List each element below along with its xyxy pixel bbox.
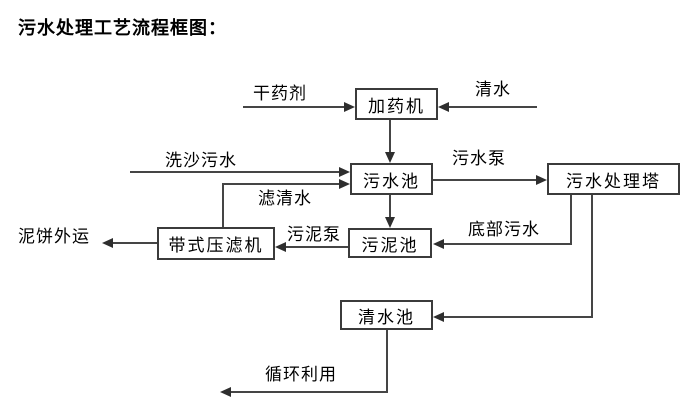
edge-dosing-down-line bbox=[389, 120, 391, 153]
edge-recycle-vline bbox=[386, 330, 388, 393]
edge-label-filtrate: 滤清水 bbox=[258, 189, 312, 208]
edge-sewage-pump-arrowhead-icon bbox=[536, 175, 547, 185]
edge-label-recycle: 循环利用 bbox=[265, 365, 337, 384]
node-belt-filter-press: 带式压滤机 bbox=[157, 227, 275, 260]
node-treatment-tower: 污水处理塔 bbox=[547, 163, 680, 195]
edge-sewage-down-line bbox=[389, 195, 391, 218]
edge-bottom-sewage-arrowhead-icon bbox=[433, 239, 444, 249]
edge-label-clean-water: 清水 bbox=[475, 80, 511, 99]
edge-filtrate-arrowhead-icon bbox=[339, 179, 350, 189]
edge-sewage-pump-line bbox=[433, 179, 536, 181]
edge-label-sewage-pump: 污水泵 bbox=[452, 149, 506, 168]
edge-sludge-pump-arrowhead-icon bbox=[275, 242, 286, 252]
edge-dosing-down-arrowhead-icon bbox=[385, 152, 395, 163]
edge-tower-clean-vline bbox=[591, 195, 593, 318]
edge-tower-clean-arrowhead-icon bbox=[433, 312, 444, 322]
node-clean-water-pool: 清水池 bbox=[340, 300, 433, 330]
edge-filtrate-vline bbox=[222, 183, 224, 227]
edge-sand-wash-arrowhead-icon bbox=[339, 167, 350, 177]
edge-label-sludge-pump: 污泥泵 bbox=[287, 225, 341, 244]
edge-clean-water-line bbox=[449, 106, 537, 108]
edge-label-dry-agent: 干药剂 bbox=[253, 84, 307, 103]
edge-label-bottom-sewage: 底部污水 bbox=[468, 220, 540, 239]
edge-label-sand-wash: 洗沙污水 bbox=[165, 151, 237, 170]
edge-sewage-down-arrowhead-icon bbox=[385, 217, 395, 228]
edge-sand-wash-line bbox=[130, 171, 339, 173]
node-sludge-pool: 污泥池 bbox=[348, 228, 432, 258]
node-sewage-pool: 污水池 bbox=[350, 163, 433, 195]
edge-label-mud-cake: 泥饼外运 bbox=[18, 227, 90, 246]
diagram-title: 污水处理工艺流程框图： bbox=[18, 18, 227, 38]
edge-bottom-sewage-vline bbox=[570, 195, 572, 245]
edge-filtrate-line bbox=[222, 183, 339, 185]
edge-bottom-sewage-line bbox=[444, 243, 572, 245]
edge-mud-cake-arrowhead-icon bbox=[102, 238, 113, 248]
edge-dry-agent-arrowhead-icon bbox=[344, 102, 355, 112]
edge-clean-water-arrowhead-icon bbox=[438, 102, 449, 112]
edge-recycle-line bbox=[231, 391, 388, 393]
edge-dry-agent-line bbox=[243, 106, 344, 108]
edge-sludge-pump-line bbox=[286, 246, 348, 248]
edge-tower-clean-line bbox=[444, 316, 593, 318]
edge-recycle-arrowhead-icon bbox=[220, 387, 231, 397]
edge-mud-cake-line bbox=[113, 242, 157, 244]
node-dosing-machine: 加药机 bbox=[355, 88, 438, 120]
